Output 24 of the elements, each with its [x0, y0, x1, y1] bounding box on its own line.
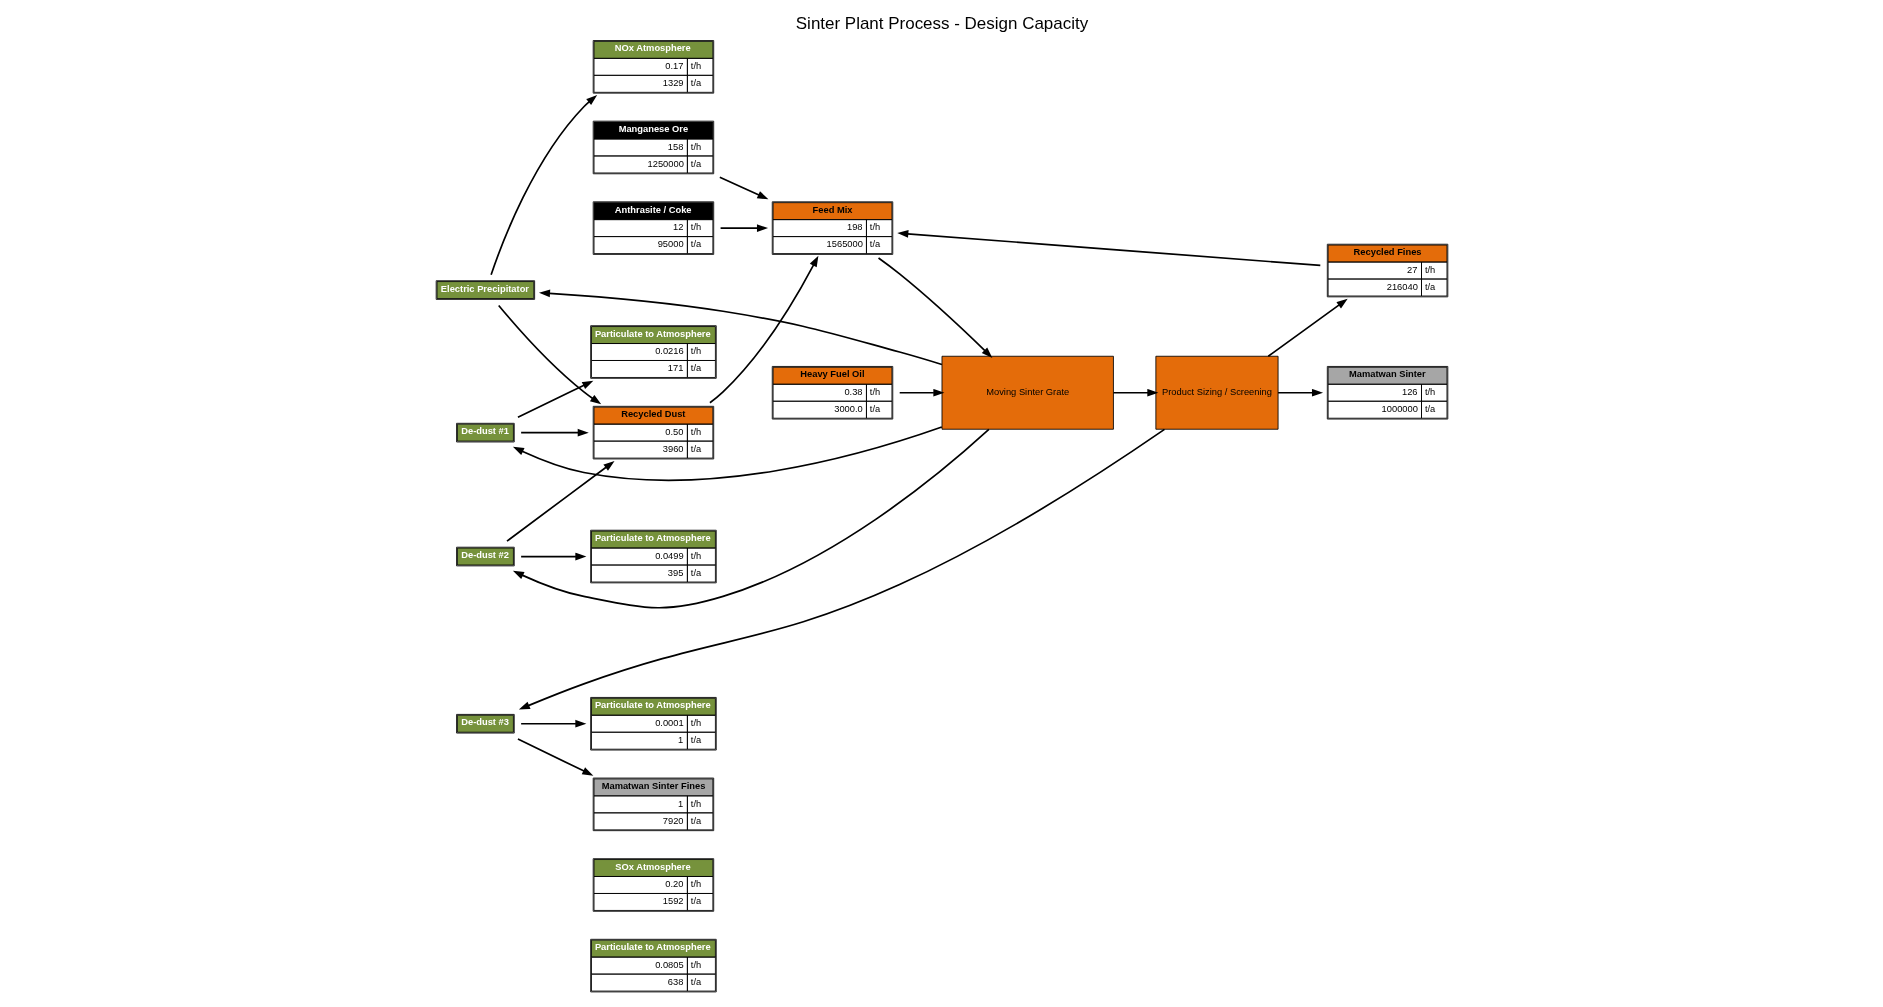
node-box: Moving Sinter Grate: [941, 355, 1114, 430]
arrow: [512, 426, 943, 481]
arrow: [538, 289, 943, 366]
arrow: [518, 428, 1165, 710]
arrow: [896, 229, 1321, 267]
arrow: [497, 304, 601, 405]
node-box: Product Sizing / Screening: [1154, 355, 1278, 430]
arrow: [516, 380, 593, 419]
arrow: [1266, 298, 1348, 358]
arrow: [519, 428, 589, 437]
arrow: [877, 257, 992, 358]
arrow: [708, 255, 818, 404]
arrow: [489, 95, 597, 276]
arrow: [519, 719, 586, 728]
arrow: [519, 552, 586, 561]
diagram-title: Sinter Plant Process - Design Capacity: [795, 13, 1088, 33]
arrow: [1112, 388, 1158, 397]
arrow: [719, 224, 768, 232]
arrow: [516, 738, 593, 776]
arrow: [718, 176, 768, 200]
arrow: [898, 388, 944, 397]
arrow: [512, 428, 990, 609]
arrow: [1276, 388, 1323, 397]
arrow: [505, 461, 615, 542]
